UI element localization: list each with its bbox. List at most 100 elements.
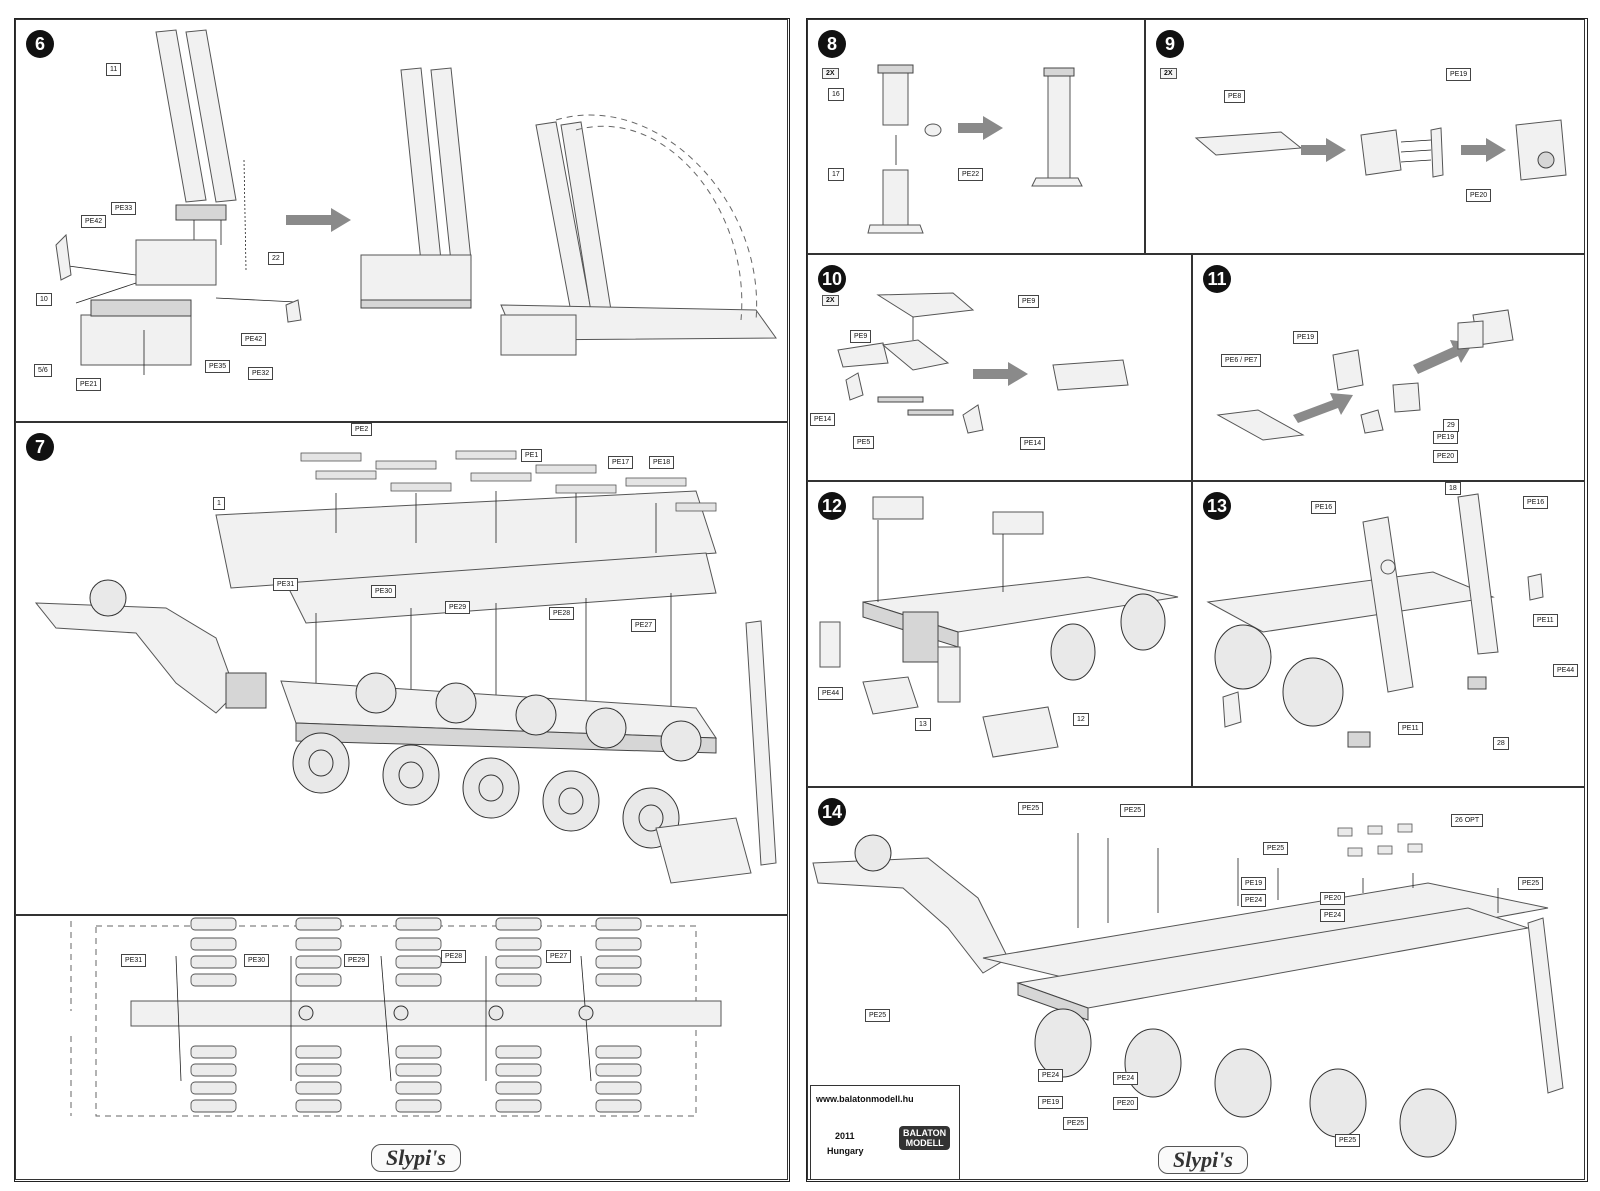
- step-9-illustration: [1194, 119, 1567, 181]
- part-label: PE30: [371, 585, 397, 598]
- part-label: PE9: [850, 330, 872, 343]
- step-number: 11: [1203, 265, 1231, 293]
- part-label: PE42: [81, 215, 107, 228]
- part-label: PE42: [241, 333, 267, 346]
- step-number: 10: [818, 265, 846, 293]
- step-13-panel: 13 PE16 18 PE16 PE11 PE44 PE11 28: [1192, 481, 1585, 787]
- year-text: 2011: [835, 1131, 855, 1141]
- part-label: PE11: [1398, 722, 1423, 735]
- part-label: 26 OPT: [1451, 814, 1484, 827]
- part-label: PE28: [549, 607, 575, 620]
- step-10-illustration: [837, 292, 1129, 434]
- step-12-panel: 12 PE44 13 12: [807, 481, 1192, 787]
- part-label: PE18: [649, 456, 675, 469]
- part-label: PE19: [1241, 877, 1267, 890]
- part-label: PE30: [244, 954, 270, 967]
- quantity-badge: 2X: [822, 295, 839, 306]
- part-label: PE19: [1038, 1096, 1064, 1109]
- part-label: PE25: [1263, 842, 1289, 855]
- step-number: 13: [1203, 492, 1231, 520]
- part-label: PE20: [1113, 1097, 1139, 1110]
- step-11-panel: 11 PE19 PE6 / PE7 29 PE19 PE20: [1192, 254, 1585, 481]
- step-7-panel: 7: [15, 422, 788, 915]
- part-label: PE25: [1018, 802, 1044, 815]
- part-label: 10: [36, 293, 52, 306]
- part-label: PE14: [1020, 437, 1046, 450]
- part-label: PE28: [441, 950, 467, 963]
- logo-bottom-text: MODELL: [905, 1138, 944, 1148]
- part-label: PE29: [445, 601, 471, 614]
- website-text: www.balatonmodell.hu: [816, 1094, 914, 1104]
- part-label: PE20: [1466, 189, 1492, 202]
- step-11-illustration: [1216, 309, 1514, 441]
- part-label: PE44: [1553, 664, 1579, 677]
- part-label: 5/6: [34, 364, 52, 377]
- part-label: PE14: [810, 413, 836, 426]
- part-label: PE32: [248, 367, 274, 380]
- part-label: PE8: [1224, 90, 1246, 103]
- part-label: PE27: [631, 619, 657, 632]
- part-label: 17: [828, 168, 844, 181]
- part-label: PE9: [1018, 295, 1040, 308]
- part-label: PE29: [344, 954, 370, 967]
- brand-logo: Slypi's: [1158, 1146, 1248, 1174]
- country-text: Hungary: [827, 1146, 864, 1156]
- part-label: 16: [828, 88, 844, 101]
- part-label: 11: [106, 63, 122, 76]
- part-label: PE22: [958, 168, 984, 181]
- footer-credits: www.balatonmodell.hu 2011 Hungary BALATO…: [810, 1085, 960, 1179]
- step-number: 8: [818, 30, 846, 58]
- step-number: 14: [818, 798, 846, 826]
- part-label: PE24: [1241, 894, 1267, 907]
- part-label: PE17: [608, 456, 634, 469]
- part-label: PE2: [351, 423, 373, 436]
- part-label: PE5: [853, 436, 875, 449]
- step-14-panel: 14 PE25 PE25: [807, 787, 1585, 1180]
- part-label: PE16: [1311, 501, 1337, 514]
- brand-logo: Slypi's: [371, 1144, 461, 1172]
- part-label: PE33: [111, 202, 137, 215]
- part-label: PE1: [521, 449, 543, 462]
- logo-top-text: BALATON: [903, 1128, 947, 1138]
- part-label: PE25: [865, 1009, 891, 1022]
- part-label: PE24: [1320, 909, 1346, 922]
- part-label: PE24: [1038, 1069, 1064, 1082]
- part-label: 18: [1445, 482, 1461, 495]
- step-6-panel: 6: [15, 19, 788, 422]
- step-number: 7: [26, 433, 54, 461]
- part-label: PE24: [1113, 1072, 1139, 1085]
- step-8-illustration: [867, 64, 1083, 234]
- part-label: PE19: [1293, 331, 1319, 344]
- part-label: 28: [1493, 737, 1509, 750]
- part-label: PE25: [1518, 877, 1544, 890]
- step-8-panel: 8 2X 16 17 PE22: [807, 19, 1145, 254]
- part-label: PE31: [273, 578, 299, 591]
- part-label: PE25: [1063, 1117, 1089, 1130]
- part-label: PE11: [1533, 614, 1558, 627]
- quantity-badge: 2X: [822, 68, 839, 79]
- quantity-badge: 2X: [1160, 68, 1177, 79]
- part-label: 13: [915, 718, 931, 731]
- part-label: PE31: [121, 954, 147, 967]
- part-label: PE20: [1433, 450, 1459, 463]
- part-label: PE27: [546, 950, 572, 963]
- balaton-modell-logo: BALATON MODELL: [899, 1126, 951, 1150]
- step-9-panel: 9 2X PE8 PE19 PE20: [1145, 19, 1585, 254]
- step-12-illustration: [819, 496, 1179, 758]
- part-label: 12: [1073, 713, 1089, 726]
- part-label: PE25: [1335, 1134, 1361, 1147]
- part-label: PE21: [76, 378, 102, 391]
- part-label: PE20: [1320, 892, 1346, 905]
- part-label: PE19: [1446, 68, 1472, 81]
- part-label: PE6 / PE7: [1221, 354, 1262, 367]
- step-number: 6: [26, 30, 54, 58]
- step-6-illustration: [55, 29, 777, 375]
- part-label: PE19: [1433, 431, 1459, 444]
- step-number: 12: [818, 492, 846, 520]
- step-10-panel: 10 2X PE9 PE9 PE14 PE5 PE14: [807, 254, 1192, 481]
- part-label: PE35: [205, 360, 231, 373]
- top-view-illustration: [70, 917, 722, 1117]
- part-label: PE16: [1523, 496, 1549, 509]
- step-7-illustration: [34, 450, 777, 884]
- part-label: PE44: [818, 687, 844, 700]
